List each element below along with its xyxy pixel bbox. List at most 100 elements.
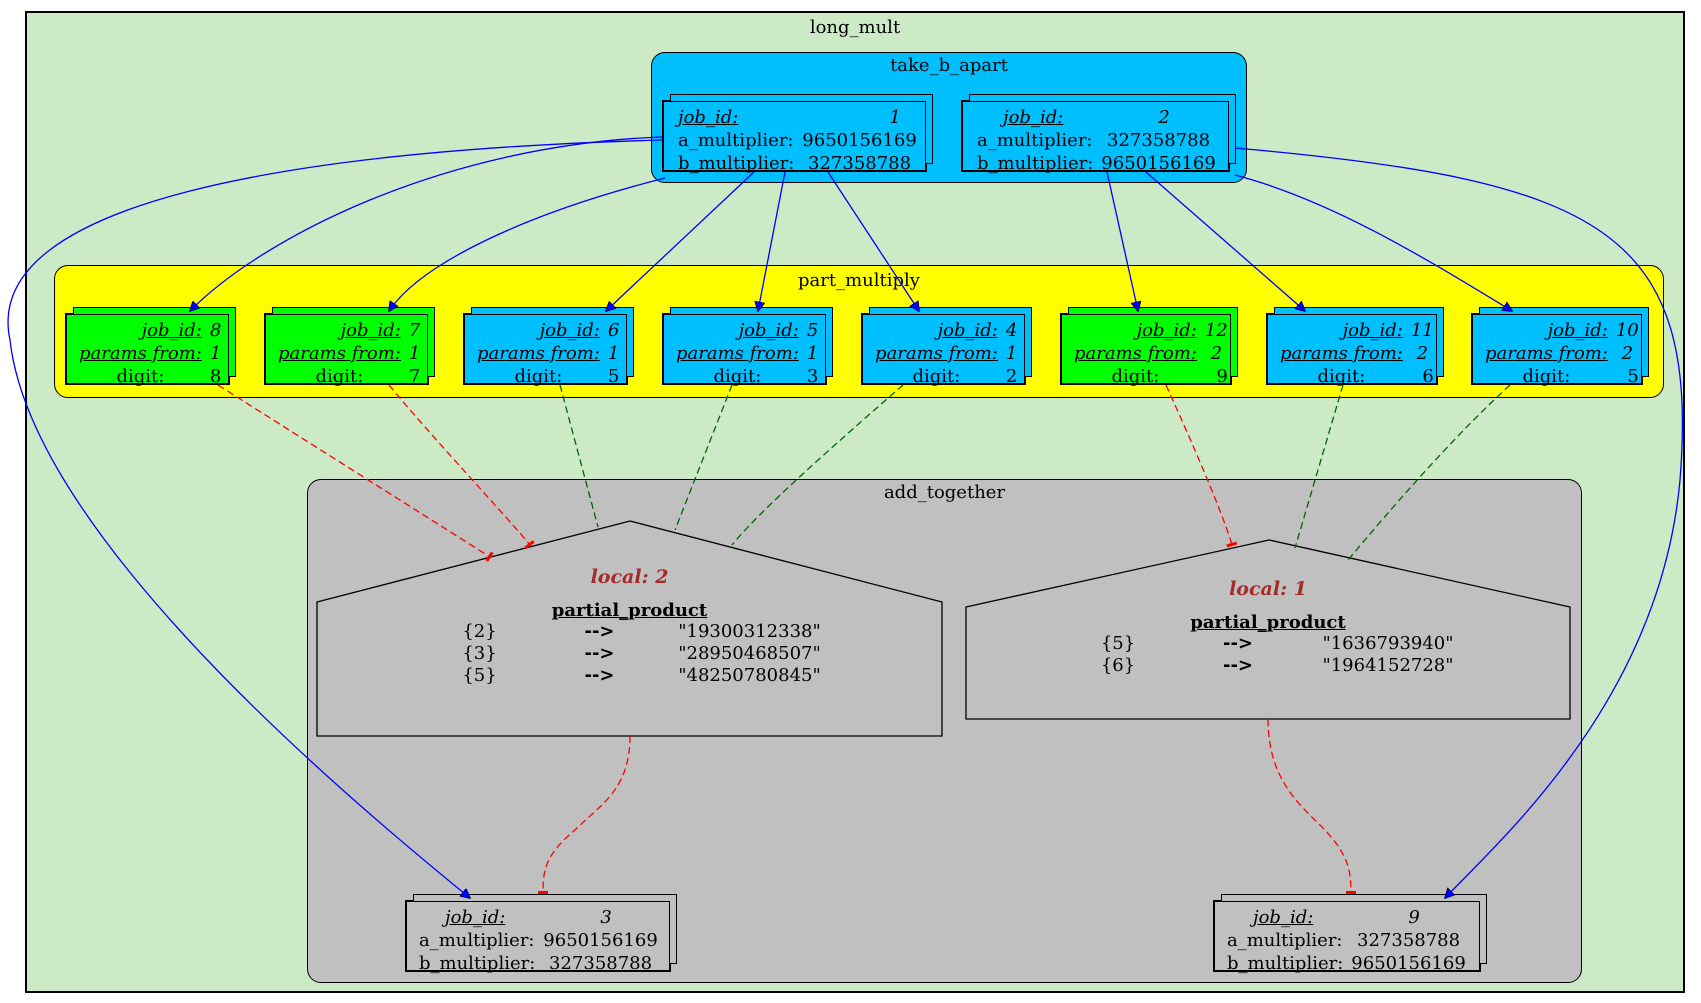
digit-label: digit: bbox=[514, 366, 563, 387]
job-id-value: 11 bbox=[1410, 320, 1434, 341]
job-id-label: job_id: bbox=[1342, 320, 1403, 341]
edge-4-to-local2 bbox=[731, 384, 904, 546]
job-id-value: 6 bbox=[607, 320, 620, 341]
digit-label: digit: bbox=[1522, 366, 1571, 387]
job-id-value: 9 bbox=[1408, 907, 1420, 928]
digit-value: 2 bbox=[1005, 366, 1018, 387]
job-id-value: 3 bbox=[600, 907, 612, 928]
edge-local1-to-9 bbox=[1267, 718, 1357, 895]
row-value: "19300312338" bbox=[678, 621, 821, 642]
job-node-2[interactable]: job_id:2 a_multiplier:327358788 b_multip… bbox=[961, 94, 1236, 174]
row-key: {5} bbox=[1100, 633, 1136, 654]
table-row: {3}-->"28950468507" bbox=[425, 643, 835, 665]
job-id-value: 12 bbox=[1204, 320, 1228, 341]
local-title: local: 1 bbox=[1229, 578, 1307, 600]
row-value: "28950468507" bbox=[678, 643, 821, 664]
job-id-label: job_id: bbox=[1253, 907, 1314, 928]
local-node-2[interactable]: local: 2 partial_product {2}-->"19300312… bbox=[317, 566, 942, 687]
job-id-label: job_id: bbox=[1547, 320, 1608, 341]
a-multiplier-label: a_multiplier: bbox=[1227, 930, 1343, 951]
job-node-8[interactable]: job_id:8 params from:1 digit:8 bbox=[65, 307, 236, 387]
edge-7-to-local2 bbox=[388, 384, 535, 550]
row-arrow: --> bbox=[1222, 655, 1254, 676]
job-id-value: 4 bbox=[1005, 320, 1018, 341]
a-multiplier-value: 327358788 bbox=[1107, 130, 1211, 151]
job-id-label: job_id: bbox=[340, 320, 401, 341]
table-row: {5}-->"48250780845" bbox=[425, 665, 835, 687]
job-id-value: 10 bbox=[1615, 320, 1639, 341]
job-node-4[interactable]: job_id:4 params from:1 digit:2 bbox=[861, 307, 1032, 387]
edge-5-to-local2 bbox=[674, 384, 733, 531]
params-from-value: 1 bbox=[408, 343, 421, 364]
job-id-value: 5 bbox=[806, 320, 819, 341]
edge-1-to-7 bbox=[389, 177, 666, 311]
params-from-label: params from: bbox=[477, 343, 600, 364]
cluster-title-part-multiply: part_multiply bbox=[798, 270, 920, 291]
b-multiplier-label: b_multiplier: bbox=[1227, 953, 1344, 974]
row-key: {2} bbox=[462, 621, 497, 642]
b-multiplier-label: b_multiplier: bbox=[977, 153, 1094, 174]
table-row: {6}-->"1964152728" bbox=[1063, 655, 1473, 677]
job-node-11[interactable]: job_id:11 params from:2 digit:6 bbox=[1266, 307, 1444, 387]
edge-1-to-8 bbox=[190, 136, 663, 311]
digit-value: 3 bbox=[806, 366, 819, 387]
a-multiplier-value: 9650156169 bbox=[802, 130, 917, 151]
job-id-label: job_id: bbox=[1003, 107, 1064, 128]
params-from-label: params from: bbox=[1074, 343, 1197, 364]
params-from-value: 2 bbox=[1416, 343, 1429, 364]
b-multiplier-value: 9650156169 bbox=[1101, 153, 1216, 174]
row-arrow: --> bbox=[584, 621, 615, 642]
a-multiplier-label: a_multiplier: bbox=[678, 130, 794, 151]
partial-product-title: partial_product bbox=[551, 600, 708, 621]
job-node-7[interactable]: job_id:7 params from:1 digit:7 bbox=[264, 307, 435, 387]
table-row: {2} --> "19300312338" bbox=[425, 621, 835, 643]
job-node-9[interactable]: job_id: 9 a_multiplier: 327358788 b_multip… bbox=[1213, 894, 1487, 974]
edge-local2-to-3 bbox=[537, 735, 631, 895]
digit-label: digit: bbox=[713, 366, 762, 387]
params-from-value: 1 bbox=[607, 343, 620, 364]
params-from-value: 1 bbox=[1005, 343, 1018, 364]
a-multiplier-label: a_multiplier: bbox=[419, 930, 535, 951]
row-arrow: --> bbox=[1222, 633, 1254, 654]
job-node-6[interactable]: job_id:6 params from:1 digit:5 bbox=[463, 307, 634, 387]
job-node-1[interactable]: job_id:1 a_multiplier:9650156169 b_multi… bbox=[662, 94, 933, 174]
cluster-title-add-together: add_together bbox=[883, 482, 1006, 503]
edge-6-to-local2 bbox=[559, 384, 599, 528]
edge-2-to-9 bbox=[1234, 147, 1684, 898]
job-id-label: job_id: bbox=[738, 320, 799, 341]
job-id-value: 1 bbox=[889, 107, 901, 128]
table-row: {5} --> "1636793940" bbox=[1063, 633, 1473, 655]
job-node-5[interactable]: job_id:5 params from:1 digit:3 bbox=[662, 307, 833, 387]
a-multiplier-value: 9650156169 bbox=[543, 930, 658, 951]
digit-label: digit: bbox=[912, 366, 961, 387]
edge-10-to-local1 bbox=[1347, 384, 1511, 561]
job-node-3[interactable]: job_id:3 a_multiplier:9650156169 b_multi… bbox=[405, 894, 677, 974]
job-id-value: 7 bbox=[408, 320, 421, 341]
digit-value: 5 bbox=[1627, 366, 1639, 387]
a-multiplier-value: 327358788 bbox=[1357, 930, 1461, 951]
row-value: "1636793940" bbox=[1322, 633, 1454, 654]
edge-1-to-3 bbox=[7, 139, 663, 898]
row-key: {3} bbox=[462, 643, 497, 664]
digit-value: 9 bbox=[1216, 366, 1228, 387]
job-node-10[interactable]: job_id:10 params from:2 digit:5 bbox=[1471, 307, 1649, 387]
params-from-value: 2 bbox=[1621, 343, 1634, 364]
digit-label: digit: bbox=[1317, 366, 1366, 387]
job-id-label: job_id: bbox=[445, 907, 506, 928]
edge-1-to-6 bbox=[606, 171, 755, 311]
edge-2-to-11 bbox=[1145, 171, 1305, 311]
b-multiplier-value: 9650156169 bbox=[1351, 953, 1466, 974]
b-multiplier-value: 327358788 bbox=[549, 953, 653, 974]
job-id-label: job_id: bbox=[1136, 320, 1197, 341]
row-value: "1964152728" bbox=[1322, 655, 1454, 676]
params-from-label: params from: bbox=[79, 343, 202, 364]
job-id-label: job_id: bbox=[141, 320, 202, 341]
params-from-label: params from: bbox=[278, 343, 401, 364]
b-multiplier-label: b_multiplier: bbox=[678, 153, 795, 174]
edge-1-to-5 bbox=[758, 171, 786, 311]
digit-label: digit: bbox=[315, 366, 364, 387]
local-node-1[interactable]: local: 1 partial_product {5}-->"16367939… bbox=[966, 578, 1570, 677]
cluster-title-take-b-apart: take_b_apart bbox=[890, 55, 1008, 76]
job-node-12[interactable]: job_id:12 params from:2 digit:9 bbox=[1060, 307, 1238, 387]
